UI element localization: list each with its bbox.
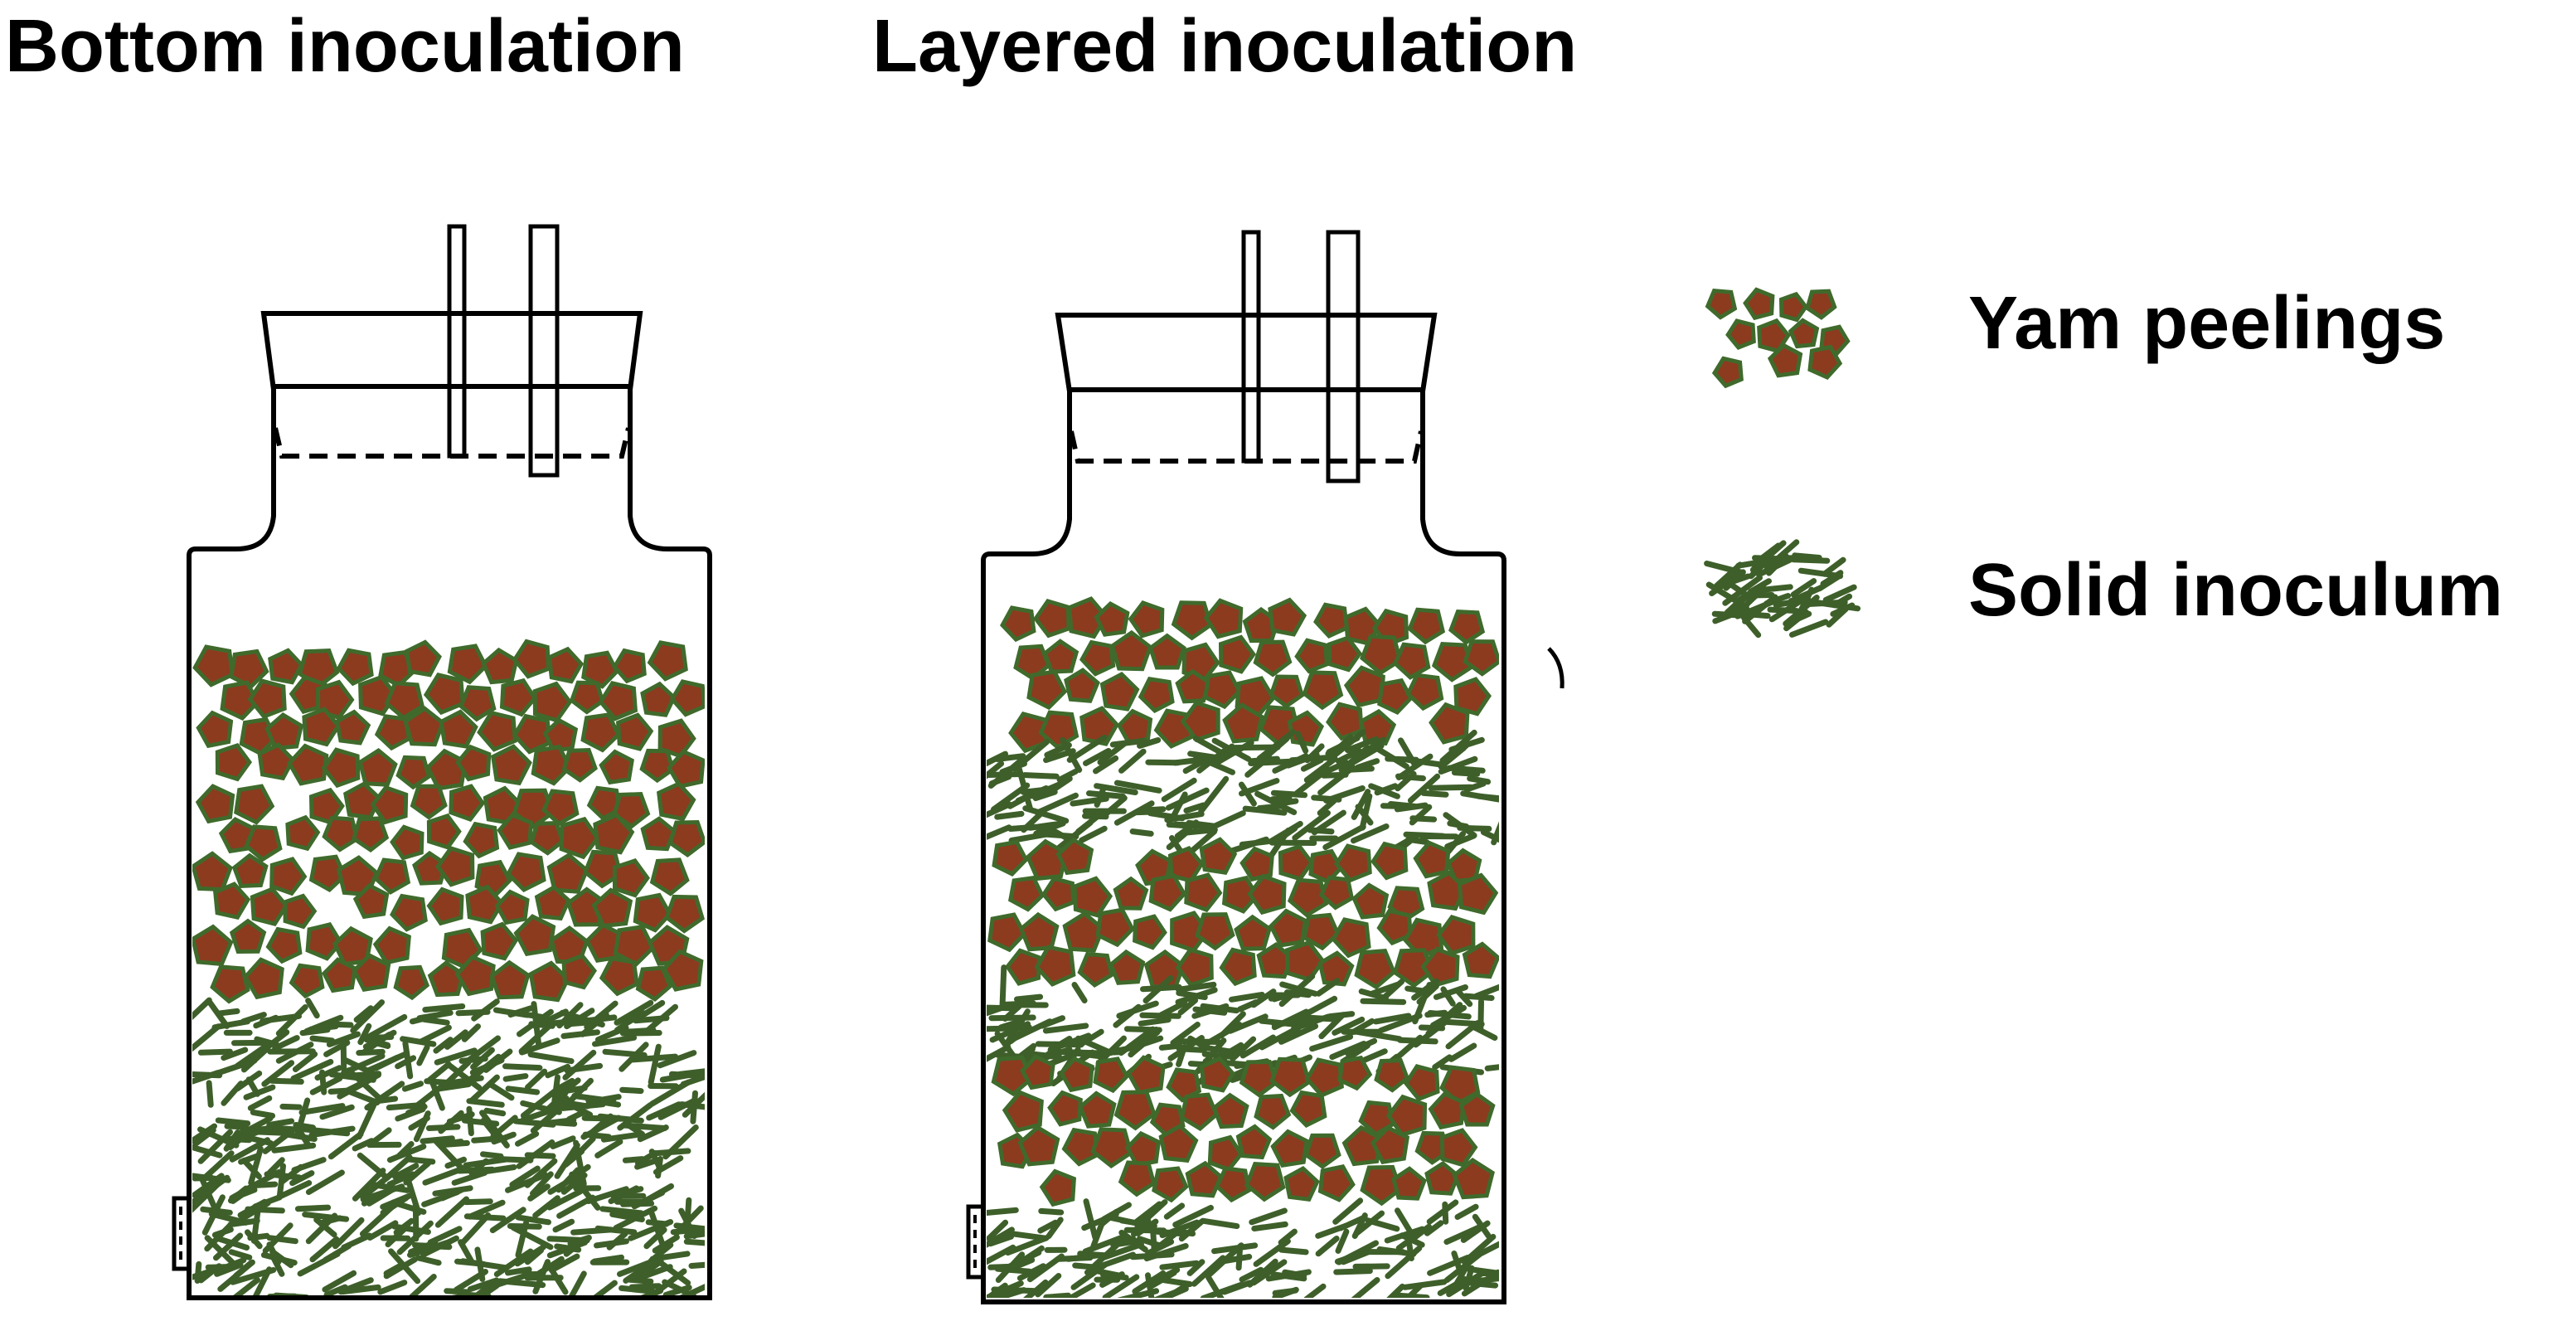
layered-inoculation-title: Layered inoculation [872,5,1578,88]
bottle-layered-inoculation [966,230,1565,1304]
legend-inoculum-swatch [1704,539,1861,639]
bottle-bottom-inoculation [172,224,712,1300]
bottle-layered-fill [987,596,1499,1298]
bottom-inoculation-title: Bottom inoculation [5,5,685,88]
legend-yam-swatch [1705,287,1851,389]
bottle-bottom-fill [192,639,705,1298]
bottle-bottom-outline [187,311,712,1300]
legend-yam-peelings-label: Yam peelings [1968,282,2446,365]
bottle-layered-outline [981,313,1506,1304]
legend-solid-inoculum-label: Solid inoculum [1968,549,2503,632]
